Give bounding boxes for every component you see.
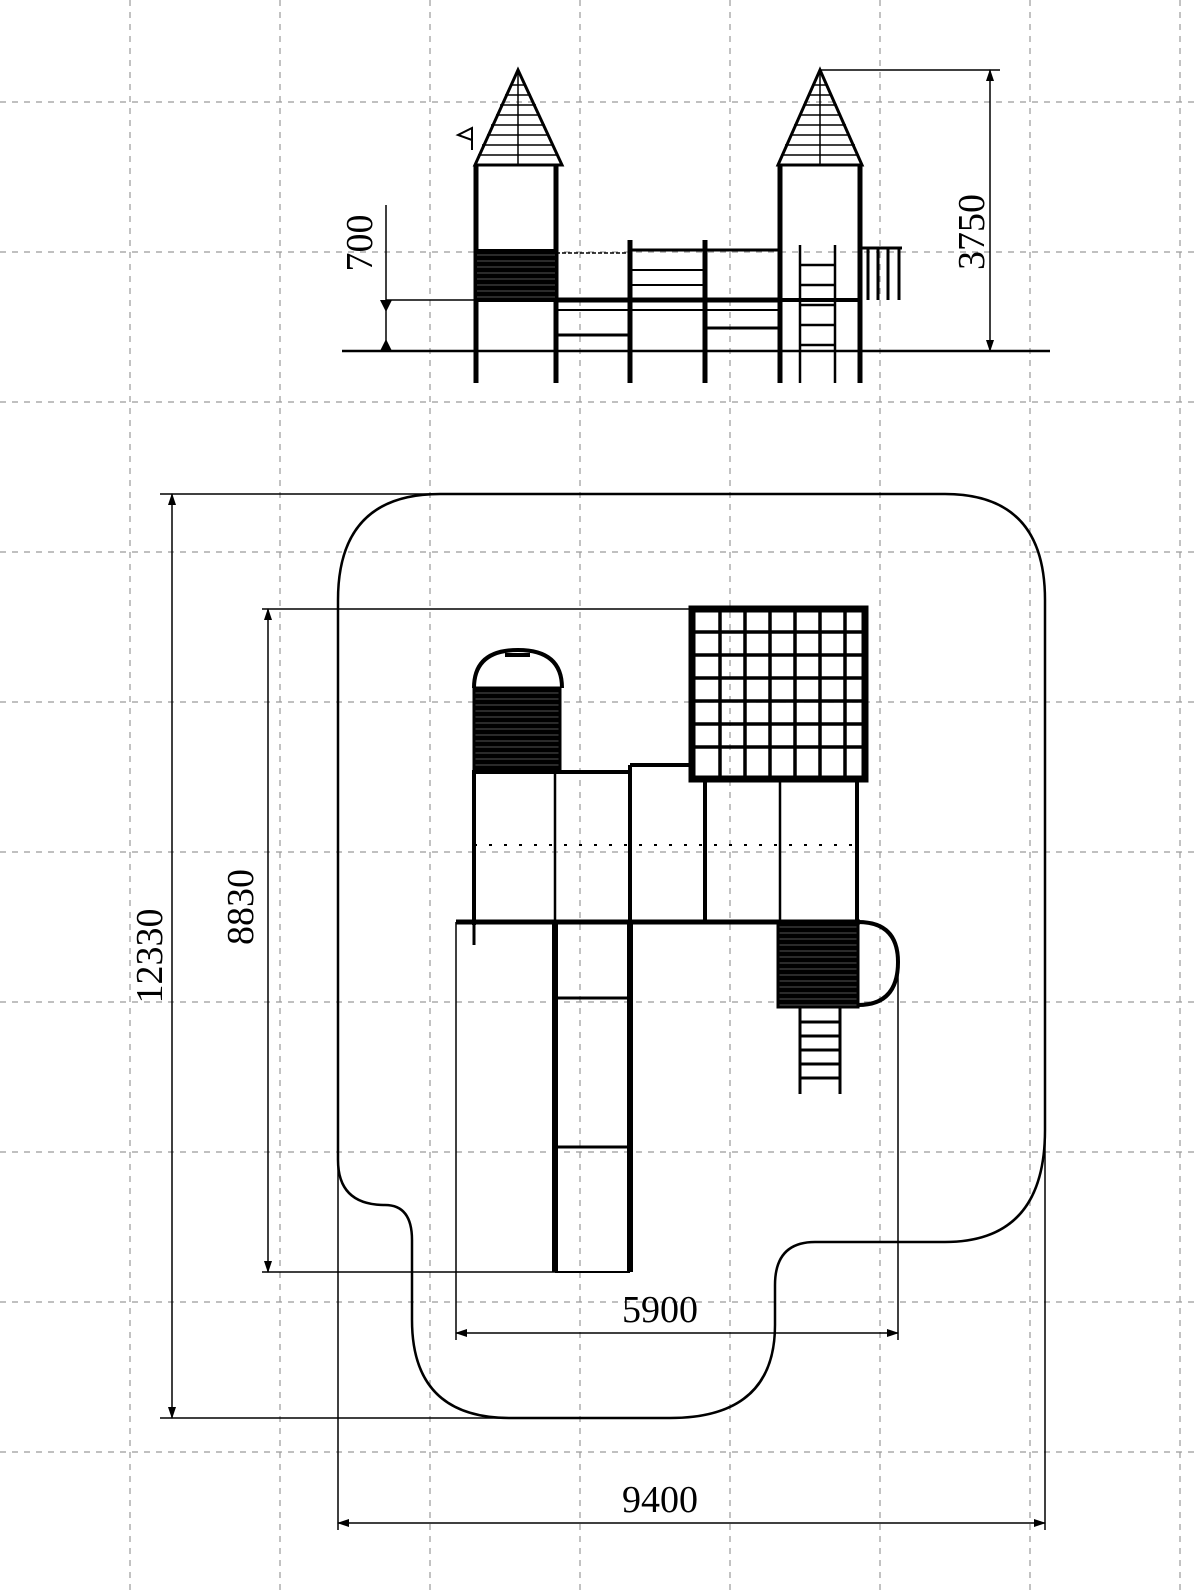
plan-slide	[552, 922, 633, 1273]
dimension-label-5900: 5900	[622, 1289, 698, 1331]
dimension-label-700: 700	[339, 215, 381, 272]
dimension-structure-width: 5900	[455, 922, 899, 1340]
dimension-label-12330: 12330	[129, 909, 171, 1004]
dimension-overall-width: 9400	[337, 1130, 1046, 1530]
plan-right-tower	[776, 920, 901, 1094]
dimension-overall-height: 3750	[820, 69, 1000, 352]
dimension-label-3750: 3750	[951, 194, 993, 270]
elevation-view: 3750 700	[339, 66, 1050, 383]
dimension-platform-height: 700	[339, 205, 476, 351]
dimension-overall-depth: 12330	[129, 493, 510, 1419]
plan-central-platforms	[456, 763, 860, 945]
plan-left-tower	[472, 647, 564, 772]
right-tower	[775, 66, 902, 383]
dimension-label-9400: 9400	[622, 1479, 698, 1521]
plan-view: 12330 8830 5900 9400	[129, 492, 1047, 1530]
plan-net-tower	[688, 605, 869, 783]
dimension-label-8830: 8830	[220, 869, 262, 945]
bridge-section	[556, 240, 780, 383]
left-tower	[455, 66, 565, 383]
dimension-structure-depth: 8830	[220, 608, 692, 1273]
